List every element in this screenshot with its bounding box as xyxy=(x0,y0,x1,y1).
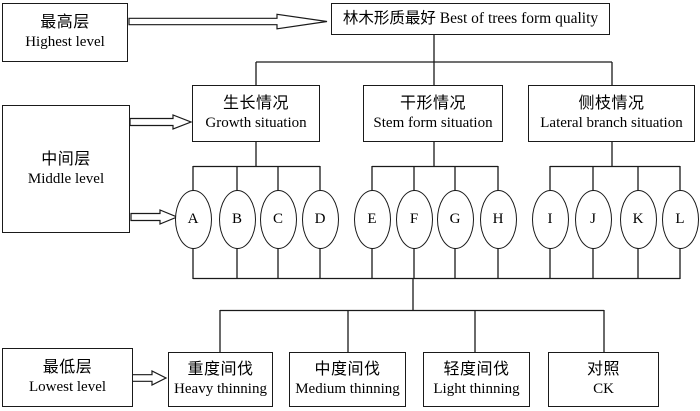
indicator-ellipse-e: E xyxy=(353,189,391,249)
middle-level-en: Middle level xyxy=(27,170,105,187)
indicator-label: E xyxy=(367,210,377,227)
stem-form-situation-zh: 干形情况 xyxy=(399,95,466,113)
box-lowest-level: 最低层 Lowest level xyxy=(2,348,133,407)
box-growth-situation: 生长情况 Growth situation xyxy=(192,85,320,142)
box-middle-level: 中间层 Middle level xyxy=(2,105,130,233)
growth-situation-zh: 生长情况 xyxy=(222,95,289,113)
arrow-lowest-to-heavy xyxy=(131,370,168,386)
heavy-thinning-en: Heavy thinning xyxy=(174,381,267,398)
indicator-ellipse-g: G xyxy=(436,189,474,249)
ck-control-zh: 对照 xyxy=(586,361,620,379)
indicator-label: H xyxy=(492,210,504,227)
indicator-ellipse-a: A xyxy=(174,189,212,249)
indicator-ellipse-f: F xyxy=(395,189,433,249)
tree-connectors xyxy=(192,35,681,353)
box-lateral-branch-situation: 侧枝情况 Lateral branch situation xyxy=(528,85,695,142)
arrow-highest-to-root xyxy=(128,13,328,30)
indicator-label: L xyxy=(675,210,685,227)
light-thinning-zh: 轻度间伐 xyxy=(443,361,510,379)
indicator-label: I xyxy=(547,210,553,227)
indicator-ellipse-k: K xyxy=(619,189,657,249)
indicator-label: B xyxy=(231,210,242,227)
middle-level-zh: 中间层 xyxy=(41,150,91,168)
medium-thinning-en: Medium thinning xyxy=(295,381,400,398)
box-heavy-thinning: 重度间伐 Heavy thinning xyxy=(168,352,273,407)
medium-thinning-zh: 中度间伐 xyxy=(314,361,381,379)
indicator-ellipse-c: C xyxy=(259,189,297,249)
box-root-quality: 林木形质最好 Best of trees form quality xyxy=(331,3,610,35)
indicator-label: D xyxy=(314,210,326,227)
box-ck-control: 对照 CK xyxy=(548,352,659,407)
lateral-branch-situation-zh: 侧枝情况 xyxy=(578,95,645,113)
box-light-thinning: 轻度间伐 Light thinning xyxy=(423,352,530,407)
heavy-thinning-zh: 重度间伐 xyxy=(187,361,254,379)
growth-situation-en: Growth situation xyxy=(205,115,307,132)
arrow-middle-to-growth xyxy=(129,114,193,130)
stem-form-situation-en: Stem form situation xyxy=(373,115,493,132)
indicator-label: F xyxy=(409,210,419,227)
indicator-label: G xyxy=(449,210,461,227)
lowest-level-en: Lowest level xyxy=(28,379,107,396)
indicator-ellipse-b: B xyxy=(218,189,256,249)
lateral-branch-situation-en: Lateral branch situation xyxy=(540,115,683,132)
arrow-middle-to-indicators xyxy=(130,209,179,225)
root-quality-label: 林木形质最好 Best of trees form quality xyxy=(342,9,599,27)
ck-control-en: CK xyxy=(593,381,614,398)
indicator-ellipse-l: L xyxy=(661,189,699,249)
light-thinning-en: Light thinning xyxy=(433,381,520,398)
indicator-label: J xyxy=(590,210,596,227)
indicator-label: C xyxy=(272,210,283,227)
box-highest-level: 最高层 Highest level xyxy=(2,3,128,62)
indicator-ellipse-j: J xyxy=(574,189,612,249)
highest-level-zh: 最高层 xyxy=(40,14,90,32)
highest-level-en: Highest level xyxy=(25,34,105,51)
box-stem-form-situation: 干形情况 Stem form situation xyxy=(363,85,503,142)
indicator-ellipse-h: H xyxy=(479,189,517,249)
indicator-ellipse-d: D xyxy=(301,189,339,249)
box-medium-thinning: 中度间伐 Medium thinning xyxy=(289,352,406,407)
indicator-ellipse-i: I xyxy=(531,189,569,249)
indicator-label: K xyxy=(632,210,644,227)
lowest-level-zh: 最低层 xyxy=(42,359,93,377)
indicator-label: A xyxy=(187,210,199,227)
